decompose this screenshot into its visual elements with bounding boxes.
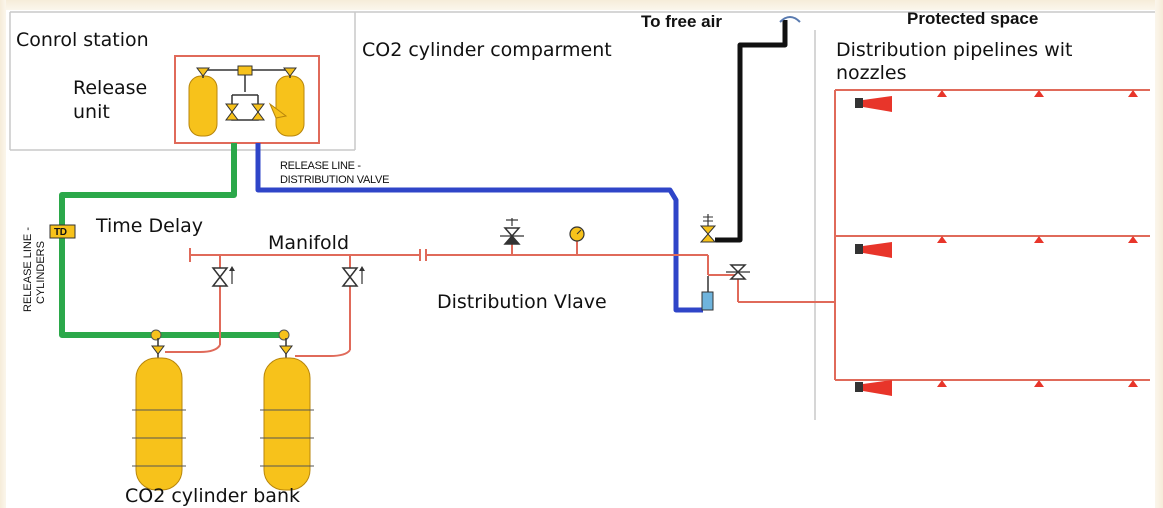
- manifold-pipe: [165, 230, 835, 357]
- distribution-pipelines-label-1: Distribution pipelines wit: [836, 39, 1073, 61]
- distribution-pipelines-label-2: nozzles: [836, 62, 907, 84]
- left-border: [0, 0, 6, 508]
- section-dividers: [9, 11, 1155, 420]
- manifold-valves: [211, 214, 750, 287]
- release-line-valve-label-2: DISTRIBUTION VALVE: [280, 174, 390, 186]
- time-delay-unit: [49, 224, 76, 239]
- horn-nozzles: [855, 96, 892, 396]
- green-release-line: [59, 143, 284, 338]
- td-tag: TD: [54, 227, 67, 238]
- co2-compartment-label: CO2 cylinder comparment: [362, 39, 612, 61]
- release-unit: [174, 55, 320, 144]
- control-station-label: Conrol station: [16, 29, 149, 51]
- release-unit-label-1: Release: [73, 77, 148, 99]
- time-delay-label: Time Delay: [96, 215, 204, 237]
- protected-space-label: Protected space: [907, 9, 1039, 28]
- release-line-valve-label-1: RELEASE LINE -: [280, 160, 361, 172]
- blue-release-line: [255, 143, 703, 313]
- right-border: [1155, 0, 1163, 508]
- release-line-cylinders-label-1: RELEASE LINE -: [22, 227, 34, 312]
- release-line-cylinders-label-2: CYLINDERS: [35, 241, 47, 304]
- cylinder-bank: [132, 338, 314, 491]
- manifold-label: Manifold: [268, 232, 350, 254]
- top-border: [0, 0, 1163, 10]
- nozzle-markers: [937, 90, 1138, 387]
- cylinder-bank-label: CO2 cylinder bank: [125, 485, 300, 507]
- to-free-air-label: To free air: [641, 12, 722, 31]
- vent-line: [715, 20, 788, 243]
- release-unit-label-2: unit: [73, 101, 110, 123]
- distribution-valve-label: Distribution Vlave: [437, 291, 607, 313]
- distribution-pipelines: [834, 89, 1150, 381]
